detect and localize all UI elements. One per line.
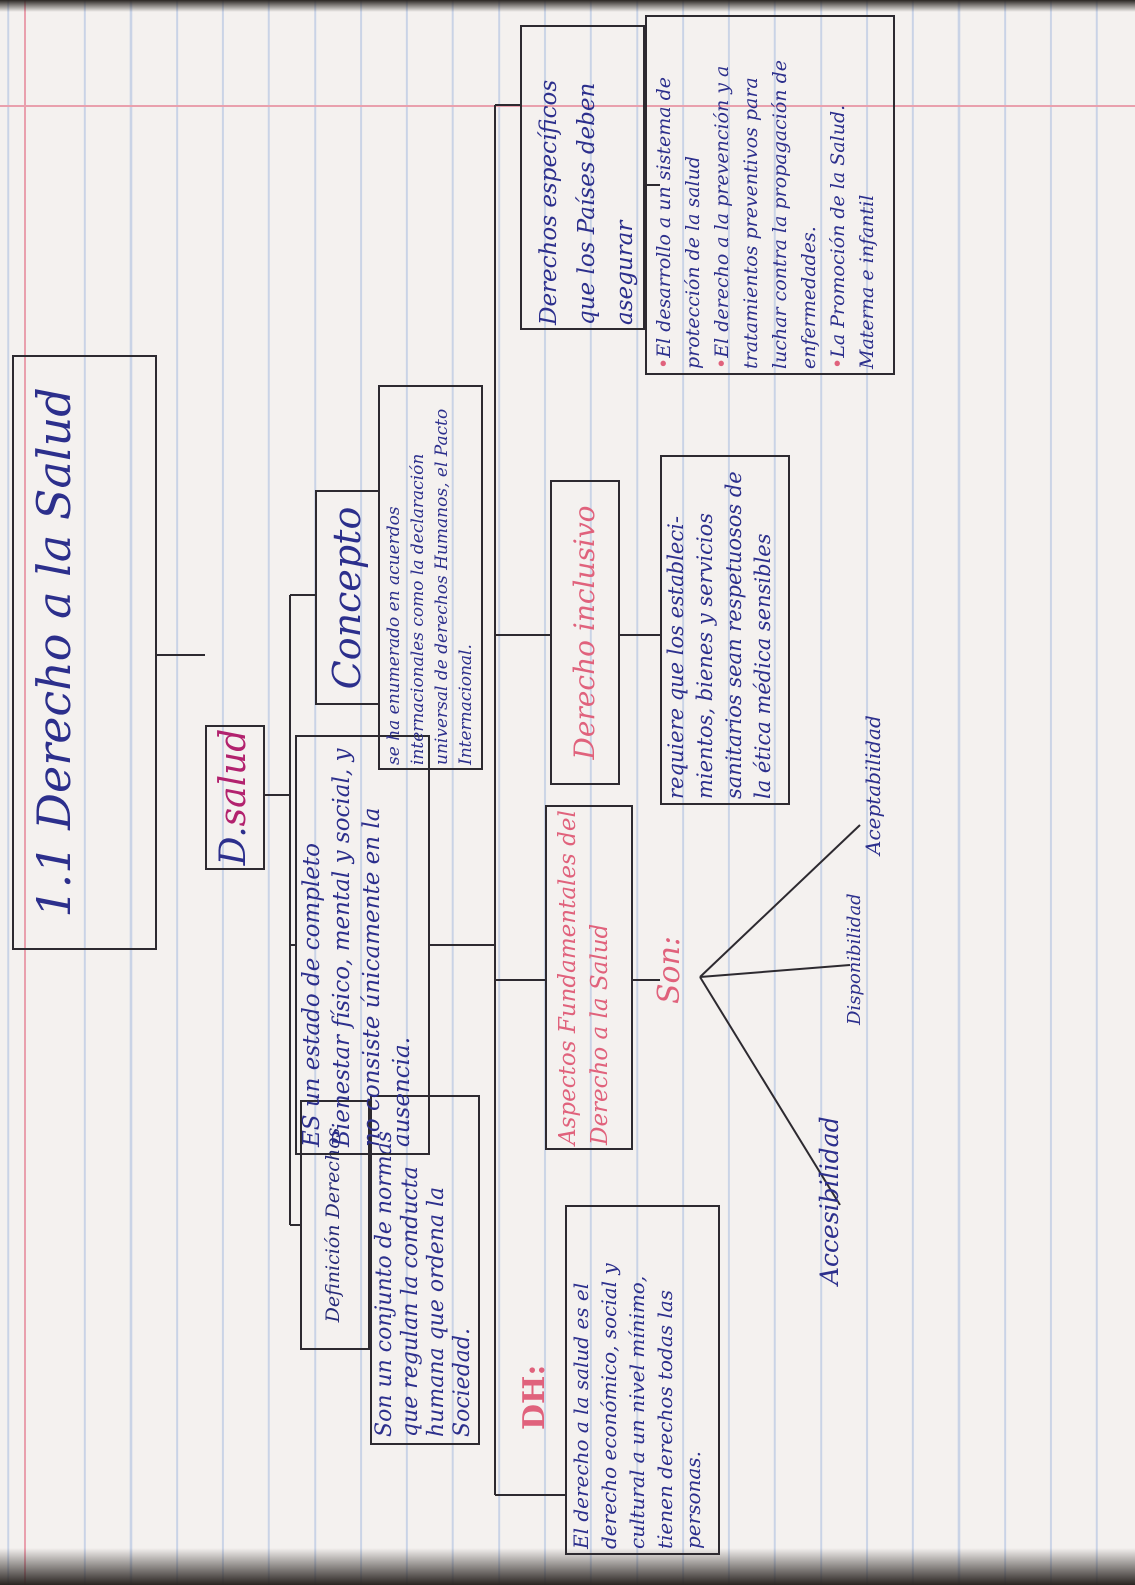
salud-label-prefix: D. — [213, 826, 254, 866]
branch-disponibilidad — [699, 964, 851, 978]
salud-label-rest: salud — [213, 728, 254, 827]
paises-item-text: El desarrollo a un sistema de protección… — [653, 76, 704, 369]
inclusivo-label: Derecho inclusivo — [568, 505, 601, 760]
paises-list-item: •El derecho a la prevención y a tratamie… — [708, 19, 824, 369]
inclusivo-text: requiere que los estableci-mientos, bien… — [664, 471, 775, 799]
paises-list-item: •El desarrollo a un sistema de protecció… — [650, 19, 708, 369]
page-top-shadow — [0, 0, 1135, 12]
aceptabilidad-label: Aceptabilidad — [861, 715, 885, 855]
paises-label: Derechos específicos que los Países debe… — [536, 79, 638, 325]
bullet-dot: • — [653, 357, 675, 369]
concepto-label: Concepto — [325, 506, 369, 690]
salud-text: ES un estado de completo Bienestar físic… — [299, 748, 415, 1147]
branch-aceptabilidad — [699, 824, 861, 978]
branch-accesibilidad — [699, 976, 841, 1206]
bullet-dot: • — [711, 357, 733, 369]
dh-label: DH: — [517, 1364, 552, 1430]
bullet-dot: • — [827, 357, 849, 369]
son-label: Son: — [652, 935, 687, 1005]
paises-list-item: •La Promoción de la Salud. Materna e inf… — [824, 19, 882, 369]
paises-list: •El desarrollo a un sistema de protecció… — [650, 19, 882, 369]
page-bottom-shadow — [0, 1548, 1135, 1585]
diagram-title: 1.1 Derecho a la Salud — [27, 387, 81, 918]
concepto-text: se ha enumerado en acuerdos internaciona… — [384, 408, 476, 765]
accesibilidad-label: Accesibilidad — [815, 1116, 844, 1285]
paises-item-text: La Promoción de la Salud. Materna e infa… — [827, 104, 878, 369]
aspectos-label: Aspectos Fundamentales del Derecho a la … — [555, 810, 613, 1145]
salud-label: D.salud — [207, 727, 261, 867]
paises-item-text: El derecho a la prevención y a tratamien… — [711, 60, 820, 369]
dh-text: El derecho a la salud es el derecho econ… — [569, 1263, 705, 1549]
